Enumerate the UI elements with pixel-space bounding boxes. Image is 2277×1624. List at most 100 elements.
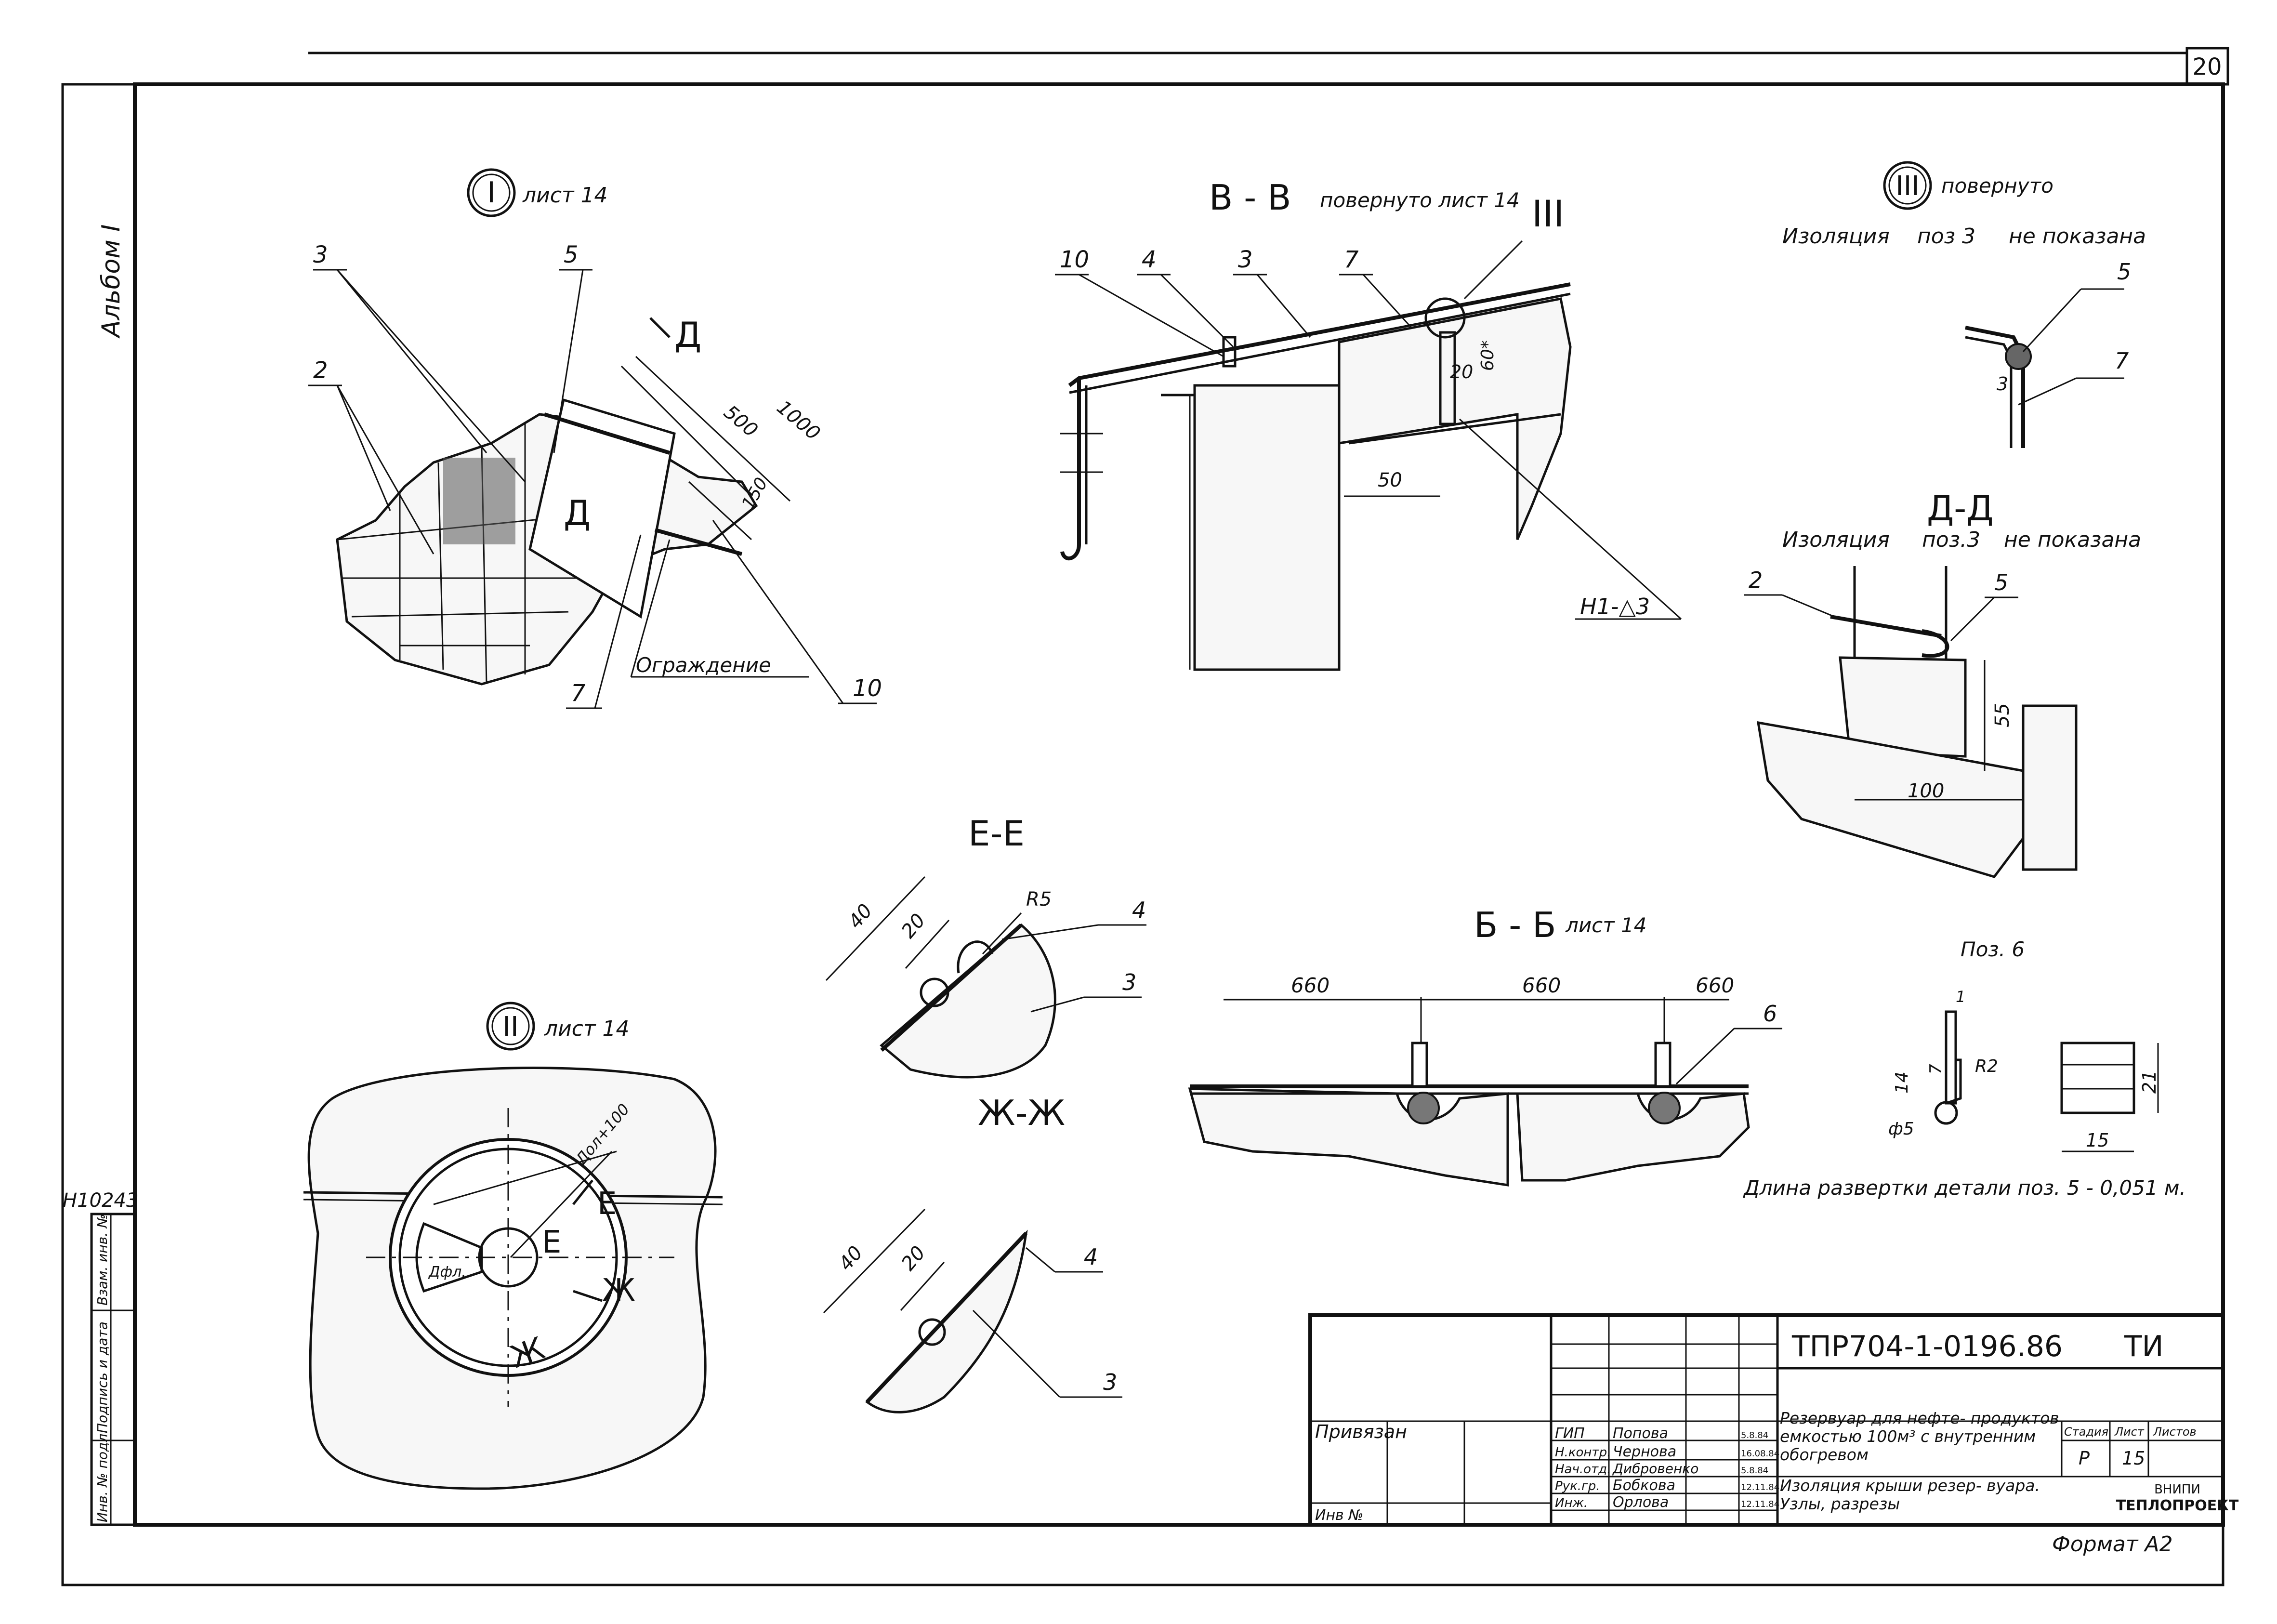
pos-6-dim-14: 14 (1892, 1071, 1912, 1094)
view-dd-dim-55: 55 (1991, 703, 2014, 727)
name-0: Попова (1613, 1425, 1668, 1442)
view-3-note-text: не показана (2009, 224, 2146, 249)
view-zz-callout-4: 4 (1084, 1244, 1098, 1270)
view-bb-callout-7: 7 (1344, 246, 1359, 273)
drawing-code: ТПР704-1-0196.86 (1791, 1330, 2063, 1363)
view-bb2-callout-6: 6 (1763, 1001, 1777, 1027)
view-ee-callout-4: 4 (1132, 897, 1146, 923)
sheets-header: Листов (2153, 1425, 2197, 1439)
view-bb-dim-50: 50 (1378, 469, 1402, 491)
pos-6-dim-15: 15 (2086, 1130, 2109, 1151)
view-bb2-title: Б - Б (1474, 905, 1556, 945)
view-dd: Д-Д Изоляция поз.3 не показана 100 55 2 … (1744, 488, 2141, 878)
view-3-callout-7: 7 (2115, 348, 2129, 374)
view-bb-weld: Н1-△3 (1580, 594, 1650, 620)
view-dd-dim-100: 100 (1908, 780, 1944, 802)
view-2-label-zh1: Ж (602, 1273, 635, 1308)
view-bb-callout-10: 10 (1060, 246, 1089, 273)
stamp-label-inv: Инв. № подл. (94, 1429, 110, 1522)
sheet-number: 20 (2192, 53, 2222, 80)
view-1-mesh-hatch (443, 458, 515, 544)
view-1-note-fence: Ограждение (636, 653, 771, 677)
pos-6-dim-f5: ф5 (1888, 1119, 1914, 1139)
view-bb-detail-circle (1424, 297, 1466, 339)
view-dd-note-label: Изоляция (1782, 528, 1890, 552)
description-1: Резервуар для нефте- продуктов емкостью … (1780, 1409, 2059, 1464)
description-2: Изоляция крыши резер- вуара. Узлы, разре… (1780, 1477, 2040, 1513)
view-bb-dim-20: 20 (1450, 361, 1473, 383)
view-ee-title: Е-Е (968, 813, 1025, 854)
view-1-callout-7: 7 (571, 680, 586, 707)
role-4: Инж. (1555, 1496, 1588, 1510)
view-3-mark: III (1895, 171, 1920, 202)
role-2: Нач.отд. (1555, 1462, 1611, 1477)
name-1: Чернова (1613, 1443, 1676, 1460)
date-2: 5.8.84 (1741, 1466, 1768, 1476)
stamp-label-sign: Подпись и дата (94, 1321, 110, 1433)
view-zz-title: Ж-Ж (978, 1093, 1065, 1133)
album-label: Альбом I (97, 224, 126, 339)
length-note: Длина развертки детали поз. 5 - 0,051 м. (1743, 1176, 2186, 1200)
view-2: II лист 14 Е Е Ж Ж Дол+100 Дфл. (303, 1002, 723, 1490)
drawing-code-suffix: ТИ (2124, 1330, 2164, 1363)
date-4: 12.11.84 (1741, 1499, 1779, 1509)
view-1-callout-10: 10 (853, 675, 882, 702)
privyazan-label: Привязан (1315, 1421, 1407, 1442)
sheet-number-box (2185, 47, 2229, 86)
view-3-callout-5: 5 (2117, 259, 2131, 285)
view-zz-callout-3: 3 (1103, 1369, 1117, 1395)
view-bb-callout-4: 4 (1142, 246, 1157, 273)
date-1: 16.08.84 (1741, 1449, 1779, 1459)
view-3-note-pos: поз 3 (1917, 224, 1975, 249)
pos-6-dim-r2: R2 (1975, 1056, 1998, 1076)
view-dd-note-text: не показана (2004, 528, 2141, 552)
inv-label: Инв № (1315, 1507, 1363, 1524)
view-bb2: Б - Б лист 14 660 660 660 6 (1188, 905, 1782, 1187)
view-dd-note-pos: поз.3 (1922, 528, 1980, 552)
view-zz-dim-20: 20 (897, 1242, 930, 1275)
inventory-number: Н10243 (63, 1189, 138, 1212)
view-3-dim-3: 3 (1997, 373, 2008, 395)
view-1: I лист 14 Д Д 500 1000 150 3 5 (308, 168, 882, 709)
view-1-callout-2: 2 (313, 357, 328, 384)
view-1-mark: I (487, 176, 496, 210)
view-2-label-e1: Е (597, 1186, 617, 1222)
view-zz: Ж-Ж 40 20 4 3 (823, 1093, 1122, 1413)
name-2: Дибровенко (1612, 1461, 1698, 1477)
pos-6-dim-21: 21 (2139, 1070, 2160, 1094)
view-1-cut-label: Д (674, 315, 701, 355)
view-bb2-ref: лист 14 (1565, 913, 1647, 937)
view-2-mark: II (502, 1011, 518, 1043)
left-stamp (90, 1213, 136, 1526)
pos-6-title: Поз. 6 (1961, 937, 2025, 961)
pos-6-dim-7: 7 (1926, 1064, 1946, 1074)
name-3: Бобкова (1613, 1477, 1675, 1494)
view-1-mark-circle (467, 168, 516, 217)
view-1-ref: лист 14 (522, 183, 608, 208)
view-ee-dim-r5: R5 (1026, 888, 1052, 911)
stamp-label-replace: Взам. инв. № (94, 1214, 110, 1306)
view-dd-callout-5: 5 (1994, 569, 2008, 595)
role-3: Рук.гр. (1555, 1479, 1600, 1493)
view-ee: Е-Е 40 20 R5 4 3 (825, 813, 1146, 1079)
org-1: ВНИПИ (2154, 1482, 2200, 1497)
view-3-subtitle: повернуто (1941, 174, 2053, 198)
pos-6: Поз. 6 1 14 7 R2 ф5 21 15 (1888, 937, 2160, 1152)
view-bb-dim-60: 60* (1478, 340, 1498, 371)
view-ee-dim-20: 20 (897, 910, 930, 943)
view-1-insulation-panel (528, 398, 676, 619)
sheet-inner-frame (133, 82, 2225, 1527)
view-bb2-dim-1: 660 (1291, 974, 1329, 997)
view-bb2-dim-2: 660 (1522, 974, 1561, 997)
view-1-dim-1000: 1000 (773, 396, 825, 445)
view-bb-mark: III (1532, 192, 1564, 235)
pos-6-dim-1: 1 (1956, 988, 1965, 1006)
date-3: 12.11.84 (1741, 1482, 1779, 1492)
sheet-value: 15 (2122, 1448, 2145, 1469)
role-1: Н.контр. (1555, 1445, 1611, 1460)
format-label: Формат А2 (2052, 1532, 2173, 1557)
view-2-ref: лист 14 (544, 1017, 630, 1041)
stage-value: Р (2079, 1448, 2090, 1469)
view-bb-subtitle: повернуто лист 14 (1320, 188, 1520, 212)
